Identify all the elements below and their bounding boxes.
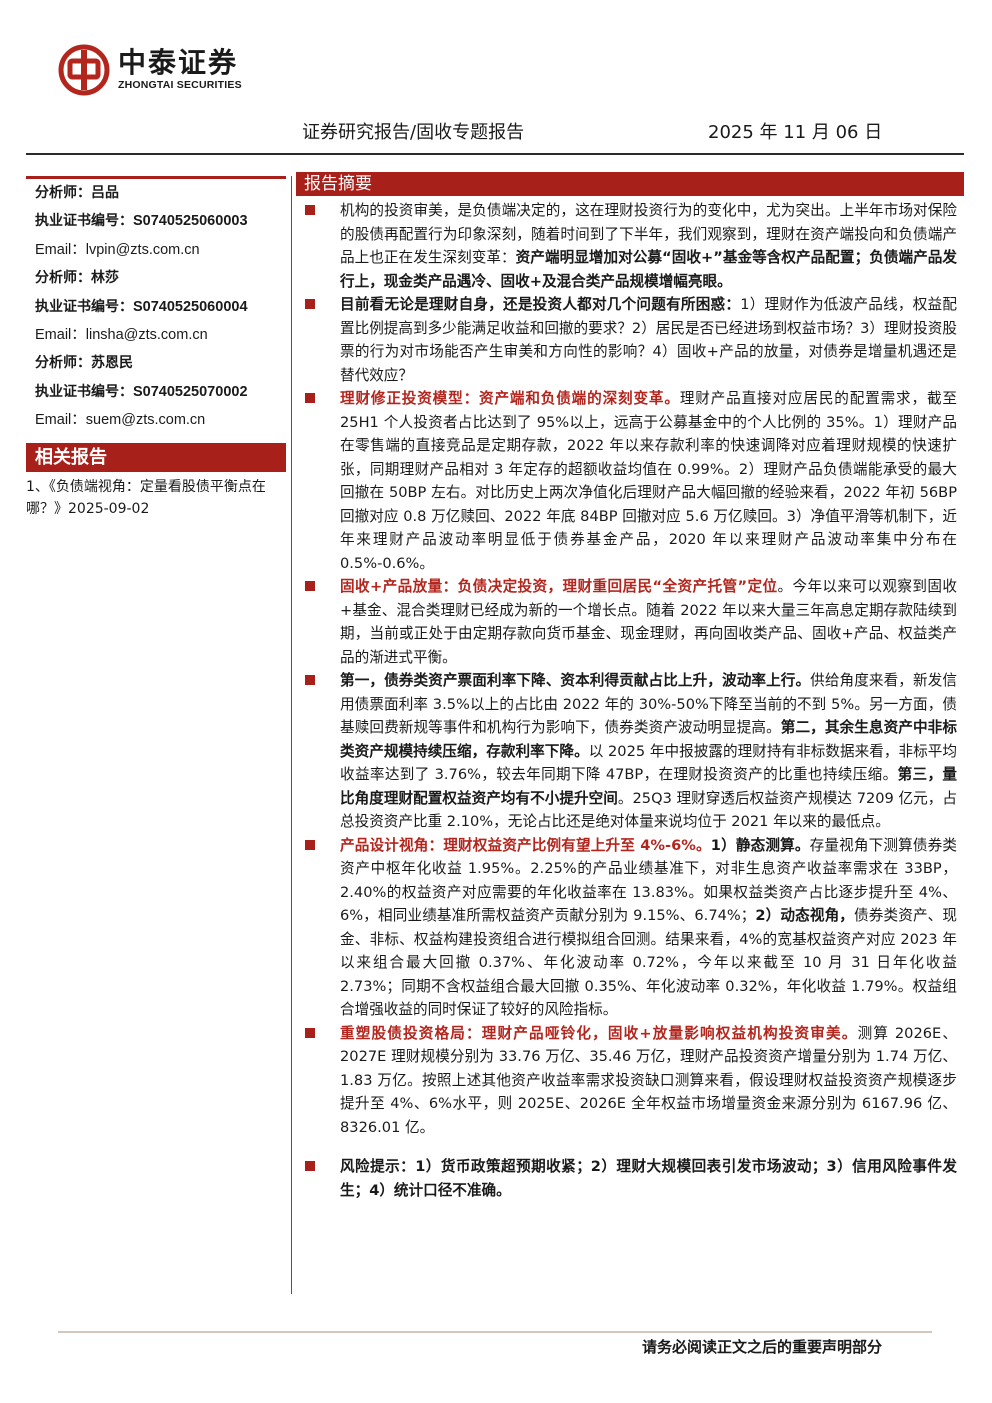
analyst-email[interactable]: Email：lvpin@zts.com.cn: [35, 241, 200, 258]
summary-paragraph: 重塑股债投资格局：理财产品哑铃化，固收+放量影响权益机构投资审美。测算 2026…: [301, 1022, 957, 1140]
logo-english-name: ZHONGTAI SECURITIES: [118, 79, 242, 91]
related-report-link[interactable]: 1、《负债端视角：定量看股债平衡点在哪？》2025-09-02: [26, 478, 266, 517]
summary-paragraph: 产品设计视角：理财权益资产比例有望上升至 4%-6%。1）静态测算。存量视角下测…: [301, 834, 957, 1022]
analyst-email[interactable]: Email：suem@zts.com.cn: [35, 412, 206, 429]
related-reports-heading: 相关报告: [26, 442, 286, 472]
analyst-name: 分析师：苏恩民: [35, 355, 133, 372]
square-bullet-icon: [305, 299, 315, 309]
paragraph-gap: [301, 1139, 957, 1155]
footer-disclaimer: 请务必阅读正文之后的重要声明部分: [642, 1338, 883, 1356]
risk-warning: 风险提示：1）货币政策超预期收紧；2）理财大规模回表引发市场波动；3）信用风险事…: [301, 1155, 957, 1202]
analyst-email[interactable]: Email：linsha@zts.com.cn: [35, 327, 208, 344]
square-bullet-icon: [305, 1161, 315, 1171]
summary-paragraph: 固收+产品放量：负债决定投资，理财重回居民“全资产托管”定位。今年以来可以观察到…: [301, 575, 957, 669]
logo-chinese-name: 中泰证券: [118, 46, 239, 79]
square-bullet-icon: [305, 393, 315, 403]
square-bullet-icon: [305, 839, 315, 850]
square-bullet-icon: [305, 675, 315, 685]
report-type: 证券研究报告/固收专题报告: [302, 122, 525, 143]
analyst-sidebar: 分析师：吕品 执业证书编号：S0740525060003 Email：lvpin…: [26, 176, 286, 520]
analyst-cert: 执业证书编号：S0740525060003: [35, 213, 248, 230]
analyst-cert: 执业证书编号：S0740525060004: [35, 298, 248, 315]
column-divider: [291, 176, 292, 1294]
square-bullet-icon: [305, 581, 315, 591]
summary-paragraph: 机构的投资审美，是负债端决定的，这在理财投资行为的变化中，尤为突出。上半年市场对…: [301, 199, 957, 293]
summary-heading: 报告摘要: [296, 172, 964, 196]
report-date: 2025 年 11 月 06 日: [708, 122, 883, 143]
analyst-name: 分析师：吕品: [35, 185, 119, 201]
footer-divider: [58, 1331, 932, 1333]
summary-paragraph: 第一，债券类资产票面利率下降、资本利得贡献占比上升，波动率上行。供给角度来看，新…: [301, 669, 957, 834]
analyst-cert: 执业证书编号：S0740525070002: [35, 383, 248, 400]
square-bullet-icon: [305, 1027, 315, 1038]
company-logo: 中泰证券 ZHONGTAI SECURITIES: [58, 44, 242, 96]
header-divider: [26, 153, 964, 155]
summary-body: 机构的投资审美，是负债端决定的，这在理财投资行为的变化中，尤为突出。上半年市场对…: [301, 199, 957, 1202]
summary-paragraph: 目前看无论是理财自身，还是投资人都对几个问题有所困惑：1）理财作为低波产品线，权…: [301, 293, 957, 387]
summary-paragraph: 理财修正投资模型：资产端和负债端的深刻变革。理财产品直接对应居民的配置需求，截至…: [301, 387, 957, 575]
zhongtai-logo-icon: [58, 44, 110, 96]
analyst-name: 分析师：林莎: [35, 270, 119, 287]
sidebar-top-rule: [26, 176, 286, 179]
square-bullet-icon: [305, 205, 315, 215]
